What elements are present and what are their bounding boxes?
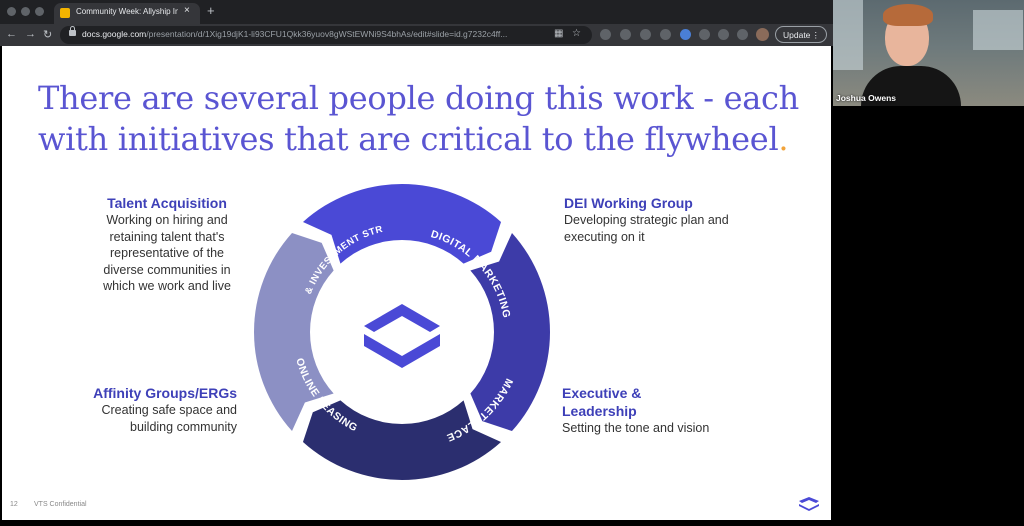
extension-info-icon[interactable]	[600, 29, 611, 40]
qr-code-icon[interactable]: ▦	[554, 28, 564, 39]
extension-target-icon[interactable]	[640, 29, 651, 40]
participant-hair	[883, 4, 933, 26]
segment-digital-marketing	[302, 184, 502, 264]
media-icon[interactable]	[737, 29, 748, 40]
group-title: Talent Acquisition	[107, 195, 227, 211]
extension-blue-icon[interactable]	[680, 29, 691, 40]
extension-camera-icon[interactable]	[660, 29, 671, 40]
background-window	[973, 10, 1023, 50]
confidential-footer: VTS Confidential	[34, 501, 87, 508]
flywheel-center	[320, 250, 484, 414]
segment-online-leasing	[302, 400, 502, 481]
segment-marketplace	[470, 232, 550, 432]
participant-name: Joshua Owens	[836, 93, 896, 103]
window-maximize-button[interactable]	[35, 7, 44, 16]
tab-close-icon[interactable]: ×	[184, 5, 190, 16]
menu-dots-icon: ⋮	[811, 30, 821, 40]
tab-title: Community Week: Allyship Init	[76, 7, 178, 16]
executive-leadership-block: Executive & Leadership Setting the tone …	[562, 384, 742, 437]
flywheel-diagram: ASSET & INVESTMENT STRATEGYDIGITAL MARKE…	[242, 172, 550, 481]
new-tab-button[interactable]: +	[207, 3, 215, 18]
group-title: DEI Working Group	[564, 195, 693, 211]
slides-favicon-icon	[60, 8, 70, 18]
group-title: Executive & Leadership	[562, 385, 642, 419]
background-window	[833, 0, 863, 70]
profile-avatar[interactable]	[756, 28, 769, 41]
address-bar[interactable]: docs.google.com/presentation/d/1Xig19djK…	[60, 26, 592, 44]
update-button[interactable]: Update⋮	[775, 26, 827, 43]
presentation-slide: There are several people doing this work…	[2, 46, 831, 520]
extension-tool-icon[interactable]	[699, 29, 710, 40]
reload-icon[interactable]: ↻	[43, 29, 53, 41]
group-description: Working on hiring and retaining talent t…	[103, 213, 231, 293]
bookmark-star-icon[interactable]: ☆	[572, 28, 581, 39]
vts-footer-logo-icon	[799, 497, 819, 511]
group-description: Creating safe space and building communi…	[101, 403, 237, 434]
slide-title: There are several people doing this work…	[38, 79, 799, 158]
extension-react-icon[interactable]	[620, 29, 631, 40]
group-description: Developing strategic plan and executing …	[564, 213, 729, 244]
browser-tab[interactable]: Community Week: Allyship Init ×	[54, 3, 200, 24]
talent-acquisition-block: Talent Acquisition Working on hiring and…	[98, 194, 236, 295]
affinity-groups-block: Affinity Groups/ERGs Creating safe space…	[82, 384, 237, 435]
group-description: Setting the tone and vision	[562, 421, 710, 435]
url-text[interactable]: docs.google.com/presentation/d/1Xig19djK…	[82, 29, 508, 39]
participant-video-tile[interactable]: Joshua Owens	[833, 0, 1024, 106]
participant-body	[861, 66, 961, 106]
dei-working-group-block: DEI Working Group Developing strategic p…	[564, 194, 744, 245]
window-minimize-button[interactable]	[21, 7, 30, 16]
browser-toolbar: ← → ↻ docs.google.com/presentation/d/1Xi…	[0, 24, 833, 46]
back-arrow-icon[interactable]: ←	[6, 28, 17, 40]
forward-arrow-icon[interactable]: →	[25, 28, 36, 40]
segment-asset-investment	[253, 232, 334, 432]
browser-tab-bar: Community Week: Allyship Init × +	[0, 0, 833, 24]
group-title: Affinity Groups/ERGs	[93, 385, 237, 401]
vts-logo-icon	[364, 304, 440, 368]
lock-icon[interactable]	[69, 26, 76, 36]
slide-number: 12	[10, 501, 18, 508]
extensions-puzzle-icon[interactable]	[718, 29, 729, 40]
window-close-button[interactable]	[7, 7, 16, 16]
